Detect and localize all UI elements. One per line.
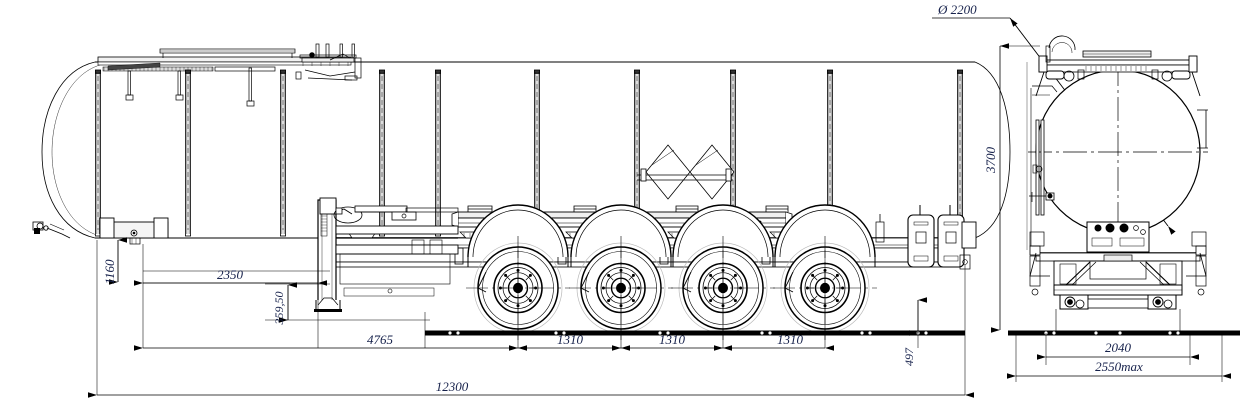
dimension-rear-height: 497	[902, 297, 927, 366]
dim-label-2040: 2040	[1105, 340, 1132, 355]
top-catwalk-assembly	[97, 43, 362, 107]
stake-3	[279, 69, 287, 237]
rear-valve-cabinet	[1086, 221, 1150, 253]
front-support-saddle	[99, 217, 169, 245]
side-elevation-view: 1160 2350 359,50 4765 1310 1310 1310 497	[32, 43, 1011, 398]
dim-label-359-50: 359,50	[272, 292, 286, 326]
tank-front-dome	[41, 61, 101, 239]
rear-chassis-frame	[1029, 231, 1207, 310]
stake-5	[434, 69, 442, 237]
axle-group	[465, 204, 878, 341]
rear-view-ground-line	[1008, 309, 1240, 336]
side-view-ground-line	[425, 330, 965, 336]
tank-rear-circle	[1028, 62, 1208, 244]
dim-label-1310-a: 1310	[557, 332, 584, 347]
stake-2	[184, 69, 192, 237]
dimension-swing-clearance: 359,50	[272, 282, 297, 326]
dimension-axle-chain: 4765 1310 1310 1310	[134, 332, 834, 351]
rear-mudflap-assembly	[875, 205, 977, 270]
rear-access-ladder	[1026, 62, 1058, 250]
dim-label-2350: 2350	[217, 267, 244, 282]
dim-label-12300: 12300	[436, 379, 469, 394]
dimension-track-width: 2040	[1037, 333, 1199, 365]
dim-label-2550max: 2550max	[1095, 359, 1143, 374]
dim-label-497: 497	[902, 347, 916, 366]
dim-label-diameter-2200: Ø 2200	[937, 2, 977, 17]
rear-top-rail-assembly	[1035, 35, 1201, 97]
dim-label-1310-c: 1310	[777, 332, 804, 347]
dim-label-1310-b: 1310	[659, 332, 686, 347]
dim-label-1160: 1160	[102, 259, 117, 285]
scissor-tensioner	[637, 144, 735, 200]
dimension-overall-height: 3700	[983, 43, 1040, 333]
dimension-overall-length: 12300	[88, 379, 974, 398]
dimension-overall-width: 2550max	[1007, 333, 1231, 382]
dim-label-3700: 3700	[983, 147, 998, 175]
front-nose-fittings	[32, 221, 71, 239]
stake-1	[94, 69, 102, 237]
dimension-deck-height: 1160	[102, 237, 127, 285]
dim-label-4765: 4765	[367, 332, 394, 347]
stake-10	[956, 69, 964, 237]
rear-elevation-view: Ø 2200	[932, 2, 1240, 382]
